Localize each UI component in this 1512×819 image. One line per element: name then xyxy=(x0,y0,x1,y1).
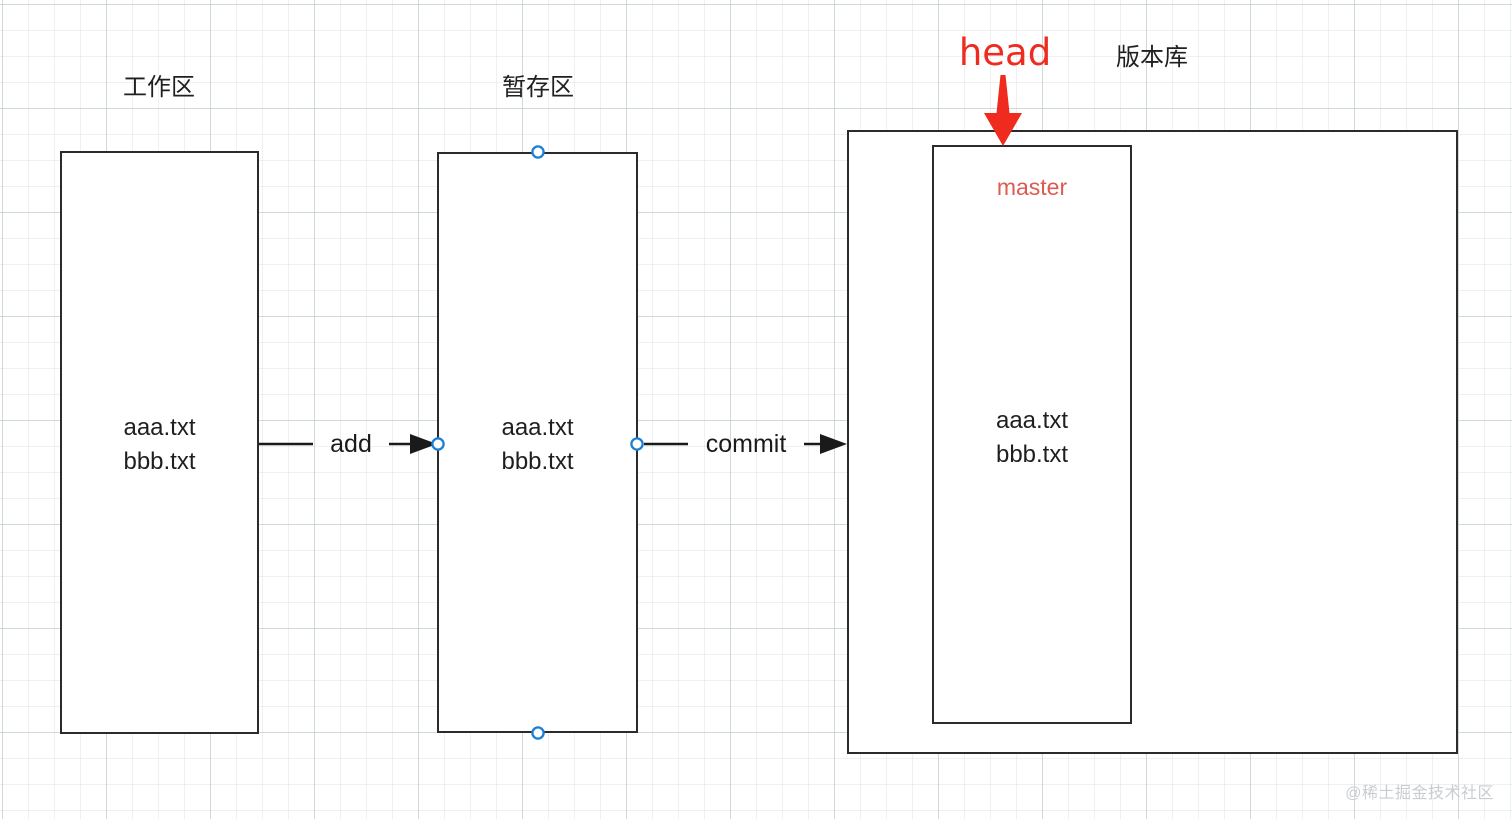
master-branch-files: aaa.txt bbb.txt xyxy=(932,404,1132,472)
working-area-files: aaa.txt bbb.txt xyxy=(60,411,259,479)
master-branch-label: master xyxy=(996,174,1068,200)
file-name: bbb.txt xyxy=(501,448,574,475)
working-area-caption: 工作区 xyxy=(123,74,195,101)
repository-caption: 版本库 xyxy=(1116,44,1188,71)
file-name: aaa.txt xyxy=(501,414,574,441)
staging-area-caption: 暂存区 xyxy=(502,74,574,101)
file-name: aaa.txt xyxy=(995,407,1069,434)
staging-area-box[interactable] xyxy=(437,152,638,733)
edge-add-label: add xyxy=(330,430,372,458)
working-area-box[interactable] xyxy=(60,151,259,734)
staging-area-files: aaa.txt bbb.txt xyxy=(437,411,638,479)
edge-commit-label: commit xyxy=(705,430,787,458)
watermark: @稀土掘金技术社区 xyxy=(1345,785,1494,802)
file-name: bbb.txt xyxy=(123,448,196,475)
master-branch-box[interactable] xyxy=(932,145,1132,724)
head-pointer-label: head xyxy=(958,31,1052,74)
file-name: aaa.txt xyxy=(123,414,196,441)
file-name: bbb.txt xyxy=(995,441,1069,468)
